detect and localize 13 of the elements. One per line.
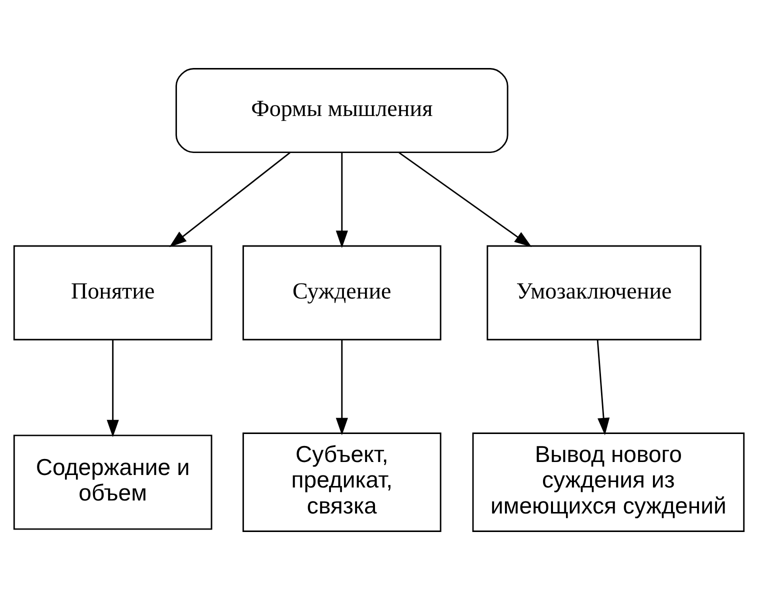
node-box: Суждение (242, 245, 442, 340)
arrow (336, 340, 348, 436)
node-box: Формы мышления (176, 68, 508, 154)
arrow (336, 152, 348, 248)
node-box: Умозаключение (486, 245, 702, 340)
arrow (169, 152, 290, 248)
node-box: Содержание и объем (13, 434, 212, 530)
arrow (398, 152, 532, 248)
node-box: Субъект, предикат, связка (242, 432, 442, 532)
arrow (106, 340, 119, 438)
node-box: Понятие (13, 245, 212, 340)
node-box: Вывод нового суждения из имеющихся суждений (472, 432, 745, 532)
arrow (596, 340, 610, 436)
